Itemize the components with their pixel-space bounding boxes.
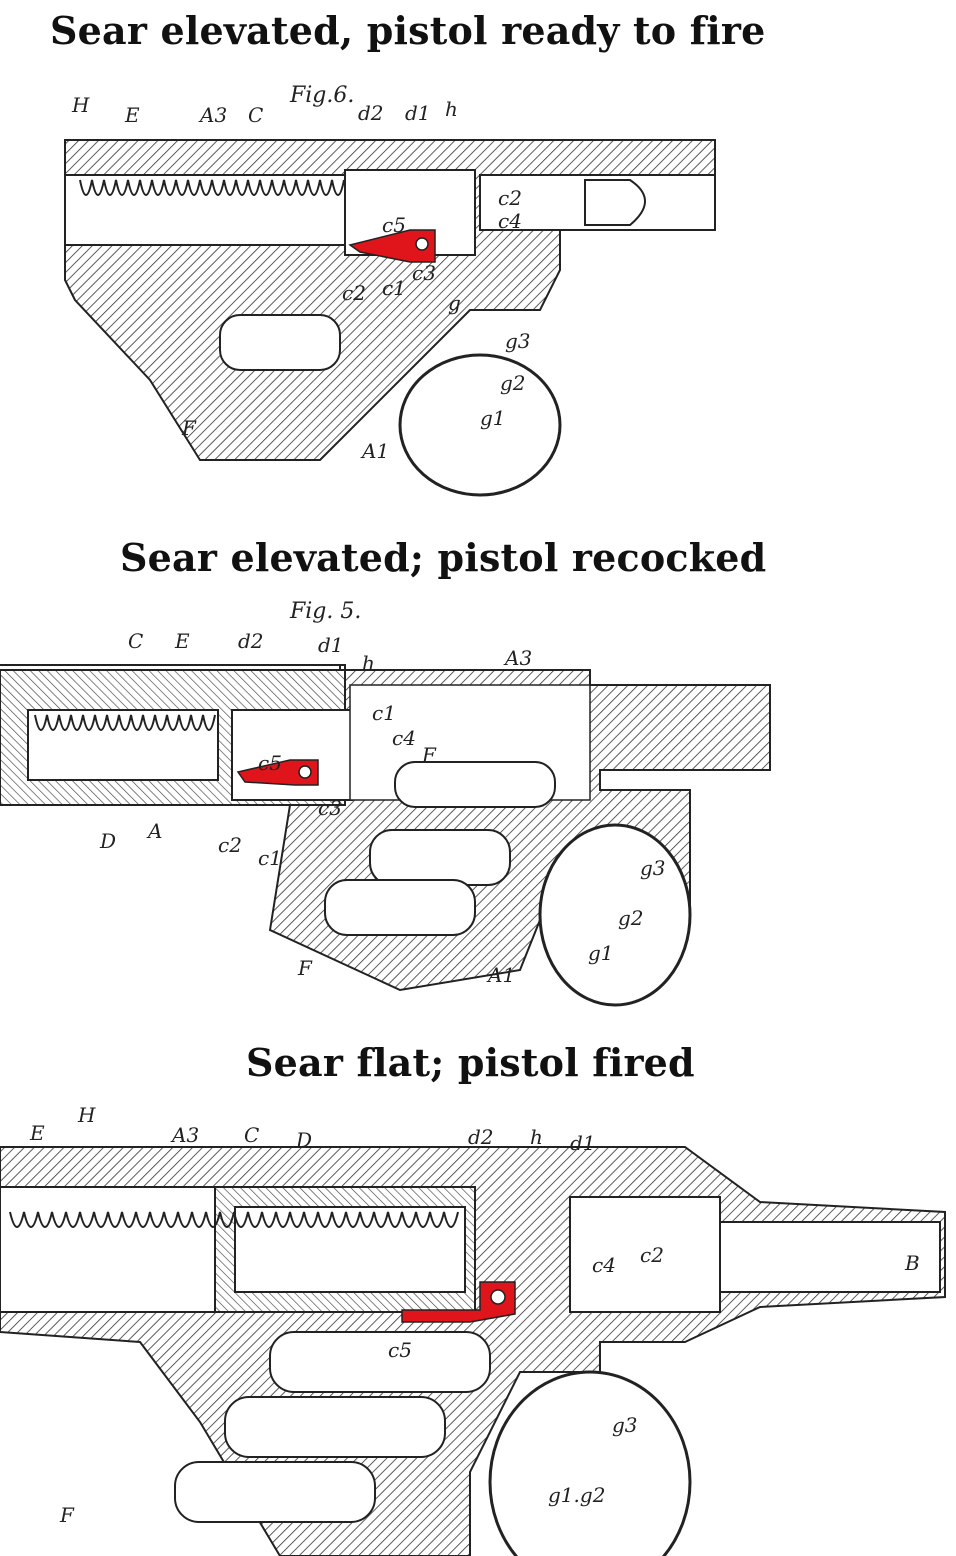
part-label: c1	[382, 276, 406, 300]
part-label: h	[445, 97, 458, 121]
part-label: A1	[360, 439, 389, 463]
part-label: c4	[592, 1253, 616, 1277]
part-label: C	[244, 1123, 259, 1147]
part-label: d1	[318, 633, 344, 657]
part-label: c4	[498, 209, 522, 233]
part-label: c5	[382, 213, 406, 237]
part-label: A3	[170, 1123, 199, 1147]
part-label: A	[146, 819, 162, 843]
part-label: c4	[392, 726, 416, 750]
part-label: c5	[258, 751, 282, 775]
part-label: g1	[588, 941, 614, 965]
part-label: E	[124, 103, 140, 127]
part-label: g2	[500, 371, 526, 395]
part-label: g3	[640, 856, 666, 880]
sear-highlight	[348, 229, 436, 263]
figure-label: Fig.6.	[289, 83, 354, 108]
part-label: F	[181, 416, 197, 440]
part-label: A1	[486, 963, 515, 987]
part-label: A3	[503, 646, 532, 670]
part-label: g3	[505, 329, 531, 353]
part-label: A3	[198, 103, 227, 127]
part-label: g1.g2	[548, 1483, 605, 1507]
part-label: d1	[405, 101, 431, 125]
part-label: F	[59, 1503, 75, 1527]
part-label: d2	[358, 101, 384, 125]
caption-panel-3: Sear flat; pistol fired	[246, 1040, 695, 1085]
part-label: g	[448, 291, 461, 315]
part-label: D	[99, 829, 116, 853]
caption-panel-1: Sear elevated, pistol ready to fire	[50, 8, 766, 53]
part-label: h	[530, 1125, 543, 1149]
part-label: d2	[238, 629, 264, 653]
part-label: C	[248, 103, 263, 127]
part-label: F	[421, 743, 437, 767]
part-label: c1	[258, 846, 282, 870]
part-label: H	[71, 93, 90, 117]
part-label: g2	[618, 906, 644, 930]
sear-highlight	[401, 1281, 516, 1323]
part-label: d2	[468, 1125, 494, 1149]
part-label: c2	[498, 186, 522, 210]
part-label: c2	[640, 1243, 664, 1267]
part-label: D	[295, 1128, 312, 1152]
part-label: E	[29, 1121, 45, 1145]
part-label: H	[77, 1103, 96, 1127]
diagram-panel-recocked: Fig. 5. C E d2 d1 h A3 c1 c4 c5 c3 F D A…	[0, 599, 771, 1007]
part-label: c5	[388, 1338, 412, 1362]
part-label: d1	[570, 1131, 596, 1155]
part-label: B	[904, 1251, 920, 1275]
part-label: c3	[318, 796, 342, 820]
figure-label: Fig. 5.	[289, 599, 361, 624]
frame-body	[64, 139, 716, 497]
part-label: c3	[412, 261, 436, 285]
part-label: g3	[612, 1413, 638, 1437]
frame-body	[0, 1146, 946, 1556]
sear-highlight	[236, 759, 319, 786]
part-label: h	[362, 651, 375, 675]
part-label: F	[297, 956, 313, 980]
part-label: C	[128, 629, 143, 653]
diagram-panel-ready-to-fire: Fig.6. H E A3 C d2 d1 h c2 c4 c5 c2 c1 c…	[64, 83, 716, 497]
caption-panel-2: Sear elevated; pistol recocked	[120, 535, 767, 580]
part-label: c2	[342, 281, 366, 305]
part-label: E	[174, 629, 190, 653]
part-label: c1	[372, 701, 396, 725]
part-label: g1	[480, 406, 506, 430]
part-label: c2	[218, 833, 242, 857]
diagram-panel-fired: E H A3 C D d2 h d1 c4 c2 B c5 g3 g1.g2 F	[0, 1103, 946, 1556]
